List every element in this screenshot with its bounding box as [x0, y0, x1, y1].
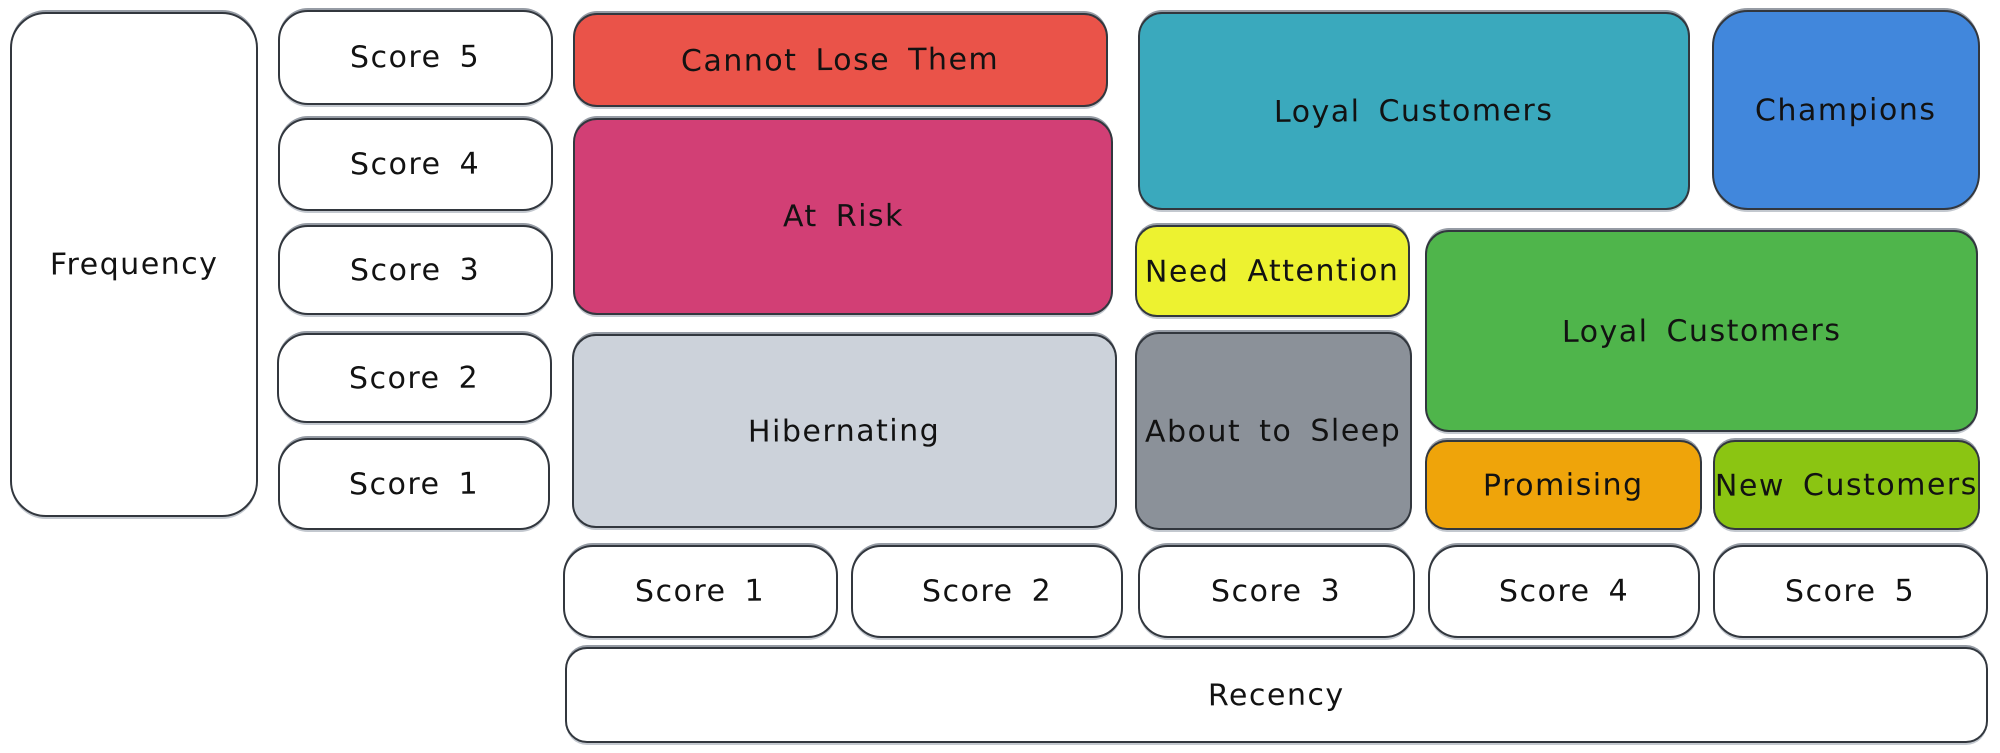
segment-about-to-sleep: About to Sleep — [1135, 332, 1412, 530]
segment-hibernating: Hibernating — [572, 334, 1117, 528]
segment-loyal-customers-top: Loyal Customers — [1138, 12, 1690, 210]
segment-loyal-customers-mid: Loyal Customers — [1425, 230, 1978, 432]
segment-about-to-sleep-label: About to Sleep — [1145, 412, 1402, 450]
segment-cannot-lose-them: Cannot Lose Them — [573, 13, 1108, 107]
frequency-score-1-box: Score 1 — [278, 438, 550, 530]
segment-at-risk: At Risk — [573, 118, 1113, 315]
recency-score-5-label: Score 5 — [1785, 573, 1916, 610]
recency-axis-label: Recency — [1208, 677, 1345, 713]
segment-cannot-lose-them-label: Cannot Lose Them — [681, 41, 1000, 79]
recency-score-4-label: Score 4 — [1498, 573, 1630, 610]
segment-need-attention-label: Need Attention — [1145, 252, 1400, 290]
recency-score-1-box: Score 1 — [563, 545, 838, 638]
recency-score-3-box: Score 3 — [1138, 545, 1415, 638]
segment-loyal-customers-top-label: Loyal Customers — [1274, 92, 1554, 130]
segment-champions: Champions — [1712, 10, 1980, 210]
frequency-score-4-label: Score 4 — [350, 146, 481, 183]
segment-champions-label: Champions — [1755, 91, 1937, 129]
frequency-axis-label: Frequency — [49, 246, 219, 283]
frequency-score-3-box: Score 3 — [278, 225, 553, 315]
recency-score-2-label: Score 2 — [921, 573, 1053, 610]
recency-score-3-label: Score 3 — [1211, 573, 1342, 610]
frequency-score-5-label: Score 5 — [350, 39, 481, 76]
frequency-score-2-label: Score 2 — [349, 360, 480, 396]
frequency-score-5-box: Score 5 — [278, 10, 553, 105]
segment-promising: Promising — [1425, 440, 1702, 530]
segment-hibernating-label: Hibernating — [748, 412, 941, 450]
recency-score-4-box: Score 4 — [1428, 545, 1700, 638]
frequency-score-2-box: Score 2 — [277, 333, 552, 423]
frequency-axis-box: Frequency — [10, 12, 258, 517]
segment-need-attention: Need Attention — [1135, 225, 1410, 317]
segment-promising-label: Promising — [1483, 467, 1644, 503]
segment-new-customers-label: New Customers — [1714, 466, 1979, 504]
recency-score-5-box: Score 5 — [1713, 545, 1988, 638]
segment-loyal-customers-mid-label: Loyal Customers — [1561, 312, 1842, 350]
frequency-score-4-box: Score 4 — [278, 118, 553, 211]
recency-score-1-label: Score 1 — [635, 573, 766, 610]
frequency-score-3-label: Score 3 — [350, 252, 481, 288]
frequency-score-1-label: Score 1 — [348, 466, 480, 502]
segment-new-customers: New Customers — [1713, 440, 1980, 530]
recency-axis-box: Recency — [565, 647, 1988, 743]
segment-at-risk-label: At Risk — [782, 198, 904, 235]
recency-score-2-box: Score 2 — [851, 545, 1123, 638]
